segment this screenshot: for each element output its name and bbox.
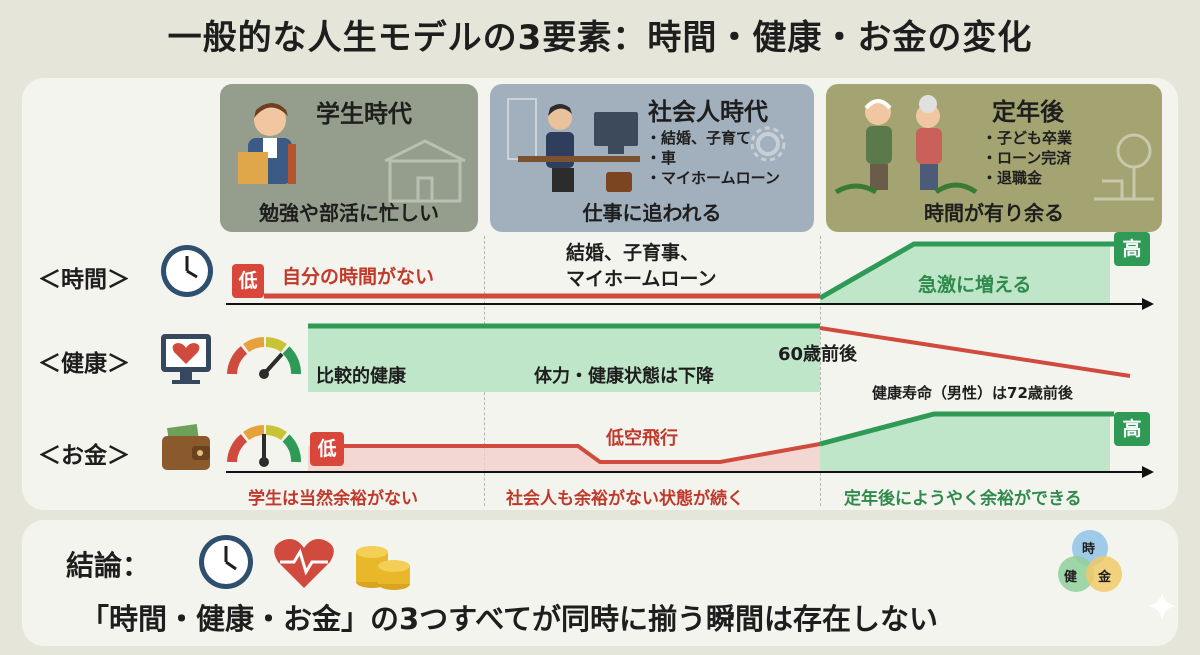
- sparkle-icon: [1148, 592, 1176, 620]
- money-low-badge: 低: [310, 432, 344, 466]
- phase-worker-title: 社会人時代: [648, 98, 768, 126]
- money-caption-right: 定年後にようやく余裕ができる: [844, 489, 1082, 509]
- clock-icon: [199, 535, 253, 589]
- clock-icon: [161, 245, 213, 297]
- health-note-60: 60歳前後: [778, 344, 858, 365]
- heart-pulse-icon: [274, 539, 334, 588]
- time-note-left: 自分の時間がない: [282, 266, 435, 288]
- conclusion-text: 「時間・健康・お金」の3つすべてが同時に揃う瞬間は存在しない: [80, 602, 938, 636]
- phase-divider: [484, 236, 485, 506]
- heart-monitor-icon: [161, 334, 211, 384]
- phase-retire-bullets: 子ども卒業 ローン完済 退職金: [982, 128, 1072, 188]
- school-building-icon: [384, 139, 466, 203]
- venn-diagram-icon: [1058, 530, 1122, 592]
- money-gauge-icon: [227, 425, 301, 467]
- row-label-health: ＜健康＞: [38, 351, 130, 377]
- venn-label-time: 時: [1082, 542, 1096, 557]
- phase-student-title: 学生時代: [316, 100, 412, 128]
- phase-retire-title: 定年後: [992, 98, 1064, 126]
- row-label-time: ＜時間＞: [38, 267, 130, 293]
- phase-retire-caption: 時間が有り余る: [924, 201, 1064, 225]
- health-note-life: 健康寿命（男性）は72歳前後: [872, 384, 1073, 402]
- phase-worker-bullets: 結婚、子育て 車 マイホームローン: [646, 128, 780, 188]
- elderly-couple-illustration: [834, 95, 978, 195]
- wallet-icon: [162, 423, 210, 470]
- phase-student: 学生時代 勉強や部活に忙しい: [220, 84, 478, 232]
- bullet-item: 結婚、子育て: [646, 128, 780, 148]
- bullet-item: マイホームローン: [646, 168, 780, 188]
- time-high-badge: 高: [1114, 232, 1150, 266]
- phase-retire: 定年後 子ども卒業 ローン完済 退職金 時間が有り余る: [826, 84, 1162, 232]
- park-icon: [1094, 133, 1154, 201]
- time-note-mid-2: マイホームローン: [566, 268, 717, 290]
- student-illustration: [238, 103, 296, 184]
- health-note-mid: 体力・健康状態は下降: [534, 366, 714, 387]
- bullet-item: 退職金: [982, 168, 1072, 188]
- row-label-money: ＜お金＞: [38, 443, 130, 469]
- time-note-mid-1: 結婚、子育事、: [566, 242, 700, 264]
- office-worker-illustration: [507, 98, 640, 192]
- conclusion-label: 結論：: [66, 549, 151, 582]
- bullet-item: 車: [646, 148, 780, 168]
- money-caption-left: 学生は当然余裕がない: [248, 489, 418, 509]
- bullet-item: ローン完済: [982, 148, 1072, 168]
- money-caption-mid: 社会人も余裕がない状態が続く: [506, 489, 744, 509]
- health-note-left: 比較的健康: [316, 366, 406, 387]
- phase-worker: 社会人時代 結婚、子育て 車 マイホームローン 仕事に追われる: [490, 84, 814, 232]
- money-note-mid: 低空飛行: [606, 428, 678, 449]
- bullet-item: 子ども卒業: [982, 128, 1072, 148]
- time-low-badge: 低: [232, 264, 264, 298]
- phase-worker-caption: 仕事に追われる: [582, 201, 722, 225]
- time-note-right: 急激に増える: [918, 274, 1032, 296]
- money-high-badge: 高: [1114, 412, 1150, 446]
- phase-divider: [820, 236, 821, 506]
- health-gauge-icon: [227, 337, 301, 379]
- phase-student-caption: 勉強や部活に忙しい: [259, 201, 439, 225]
- coins-icon: [356, 546, 410, 590]
- venn-label-money: 金: [1098, 570, 1112, 585]
- venn-label-health: 健: [1064, 570, 1078, 585]
- page-title: 一般的な人生モデルの3要素：時間・健康・お金の変化: [167, 18, 1033, 58]
